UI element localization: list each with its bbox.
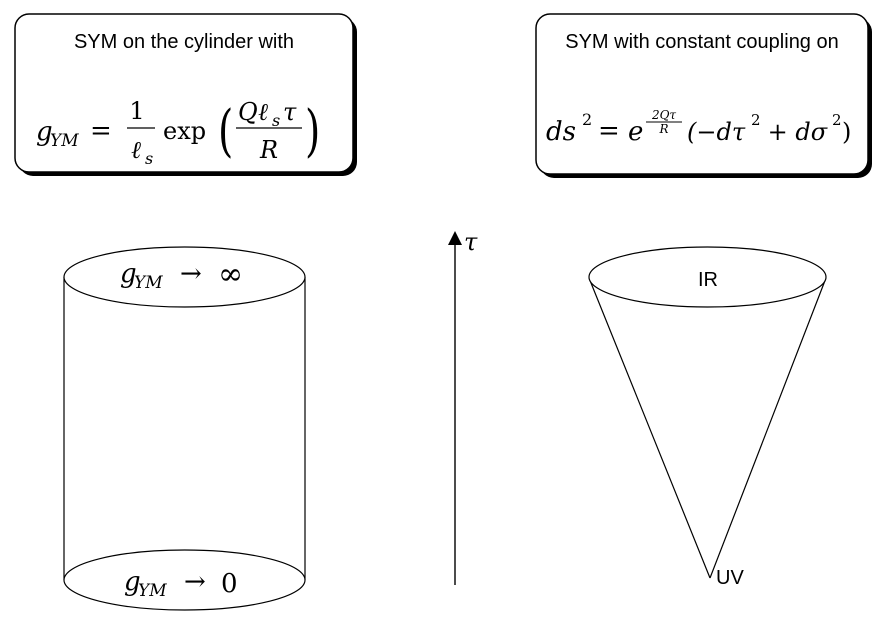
metric-rest-b: + dσ <box>760 118 828 146</box>
formula-one: 1 <box>129 97 144 125</box>
formula-lparen: ( <box>218 99 233 164</box>
bottom-label-sub: YM <box>138 581 167 601</box>
top-label-g: g <box>120 259 137 289</box>
coupling-formula: g YM = 1 ℓ s exp ( Q ℓ s τ R ) <box>36 97 320 168</box>
metric-equals: = <box>598 116 620 146</box>
metric-rest-c: ) <box>842 118 851 146</box>
formula-ell: ℓ <box>131 136 141 164</box>
formula-q: Q <box>238 98 258 126</box>
metric-rest-square-1: 2 <box>751 111 761 129</box>
top-label-arrow: → <box>180 259 202 289</box>
formula-ell-sub: s <box>145 149 153 168</box>
metric-ds: ds <box>546 117 576 147</box>
metric-formula: ds 2 = e 2Qτ R (−dτ 2 + dσ 2 ) <box>546 108 851 147</box>
cylinder-top-ellipse <box>63 246 306 308</box>
cone-ir-label: IR <box>698 269 718 291</box>
right-formula-box: SYM with constant coupling on ds 2 = e 2… <box>535 13 872 178</box>
metric-e: e <box>628 117 643 147</box>
formula-equals: = <box>90 116 112 146</box>
cylinder-bottom-label: g YM → 0 <box>124 567 238 601</box>
metric-rest-a: (−dτ <box>687 118 746 146</box>
left-box-caption: SYM on the cylinder with <box>74 31 294 53</box>
cylinder <box>63 246 306 611</box>
metric-ds-square: 2 <box>582 110 592 129</box>
cone-top-ellipse <box>588 246 827 308</box>
cylinder-bottom-ellipse <box>63 549 306 611</box>
formula-rparen: ) <box>305 99 320 164</box>
time-axis-label: τ <box>464 228 478 256</box>
cone-right-edge <box>709 277 827 579</box>
right-box-frame <box>535 13 869 175</box>
formula-tau: τ <box>283 98 297 126</box>
left-box-frame <box>14 13 354 173</box>
left-formula-box: SYM on the cylinder with g YM = 1 ℓ s ex… <box>14 13 357 176</box>
formula-q-ell: ℓ <box>258 98 268 126</box>
time-axis: τ <box>448 228 478 585</box>
cylinder-top-label: g YM → ∞ <box>120 257 243 293</box>
top-label-sub: YM <box>134 273 163 293</box>
bottom-label-value: 0 <box>221 569 238 599</box>
metric-rest-square-2: 2 <box>832 111 842 129</box>
metric-exponent-num: 2Qτ <box>651 108 676 122</box>
formula-g: g <box>36 117 53 147</box>
metric-exponent-den: R <box>658 122 668 136</box>
cone-uv-label: UV <box>716 567 744 589</box>
bottom-label-g: g <box>124 567 141 597</box>
cone <box>588 246 827 579</box>
formula-exp: exp <box>163 117 206 145</box>
right-box-caption: SYM with constant coupling on <box>565 31 839 53</box>
formula-g-sub: YM <box>50 131 79 151</box>
top-label-value: ∞ <box>218 257 243 292</box>
bottom-label-arrow: → <box>184 567 206 597</box>
formula-r: R <box>259 136 278 164</box>
cone-left-edge <box>588 277 711 579</box>
formula-q-ell-sub: s <box>272 111 280 130</box>
